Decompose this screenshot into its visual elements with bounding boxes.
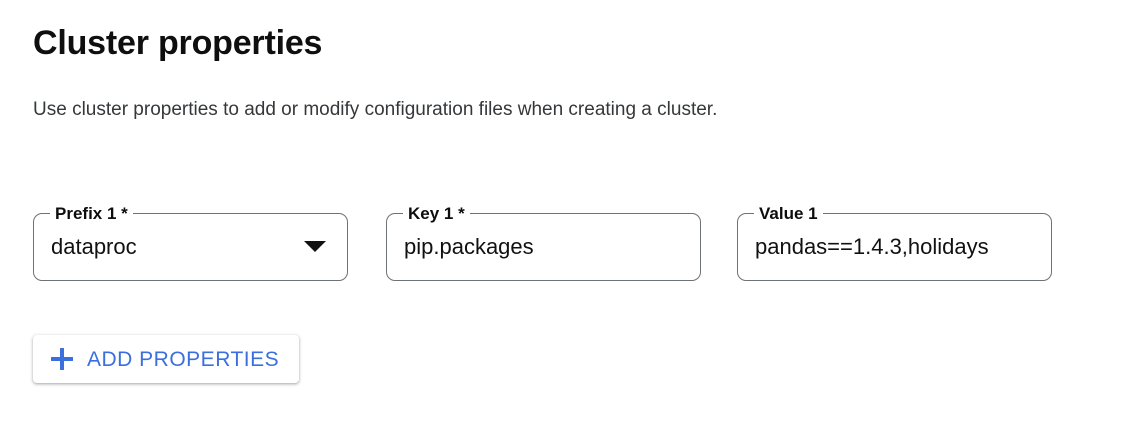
chevron-down-icon[interactable]	[304, 241, 326, 252]
add-properties-button-label: ADD PROPERTIES	[87, 347, 280, 371]
field-value-1-label: Value 1	[759, 204, 818, 223]
field-key-1-label: Key 1 *	[408, 204, 465, 223]
field-value-1-outline: Value 1	[737, 205, 1052, 281]
field-key-1-input[interactable]: pip.packages	[404, 234, 534, 259]
plus-icon	[51, 348, 73, 370]
field-prefix-1[interactable]: Prefix 1 * dataproc	[33, 205, 348, 281]
field-value-1[interactable]: Value 1 pandas==1.4.3,holidays	[737, 205, 1052, 281]
field-prefix-1-value[interactable]: dataproc	[51, 234, 137, 259]
field-value-1-input[interactable]: pandas==1.4.3,holidays	[755, 234, 989, 259]
page-title: Cluster properties	[33, 24, 323, 62]
page-description: Use cluster properties to add or modify …	[33, 99, 718, 120]
add-properties-button[interactable]: ADD PROPERTIES	[33, 335, 300, 383]
field-prefix-1-outline: Prefix 1 *	[33, 205, 348, 281]
field-key-1[interactable]: Key 1 * pip.packages	[386, 205, 701, 281]
field-key-1-outline: Key 1 *	[386, 205, 701, 281]
field-prefix-1-label: Prefix 1 *	[55, 204, 128, 223]
properties-row: Prefix 1 * dataproc Key 1 * pip.packages…	[33, 205, 1093, 283]
